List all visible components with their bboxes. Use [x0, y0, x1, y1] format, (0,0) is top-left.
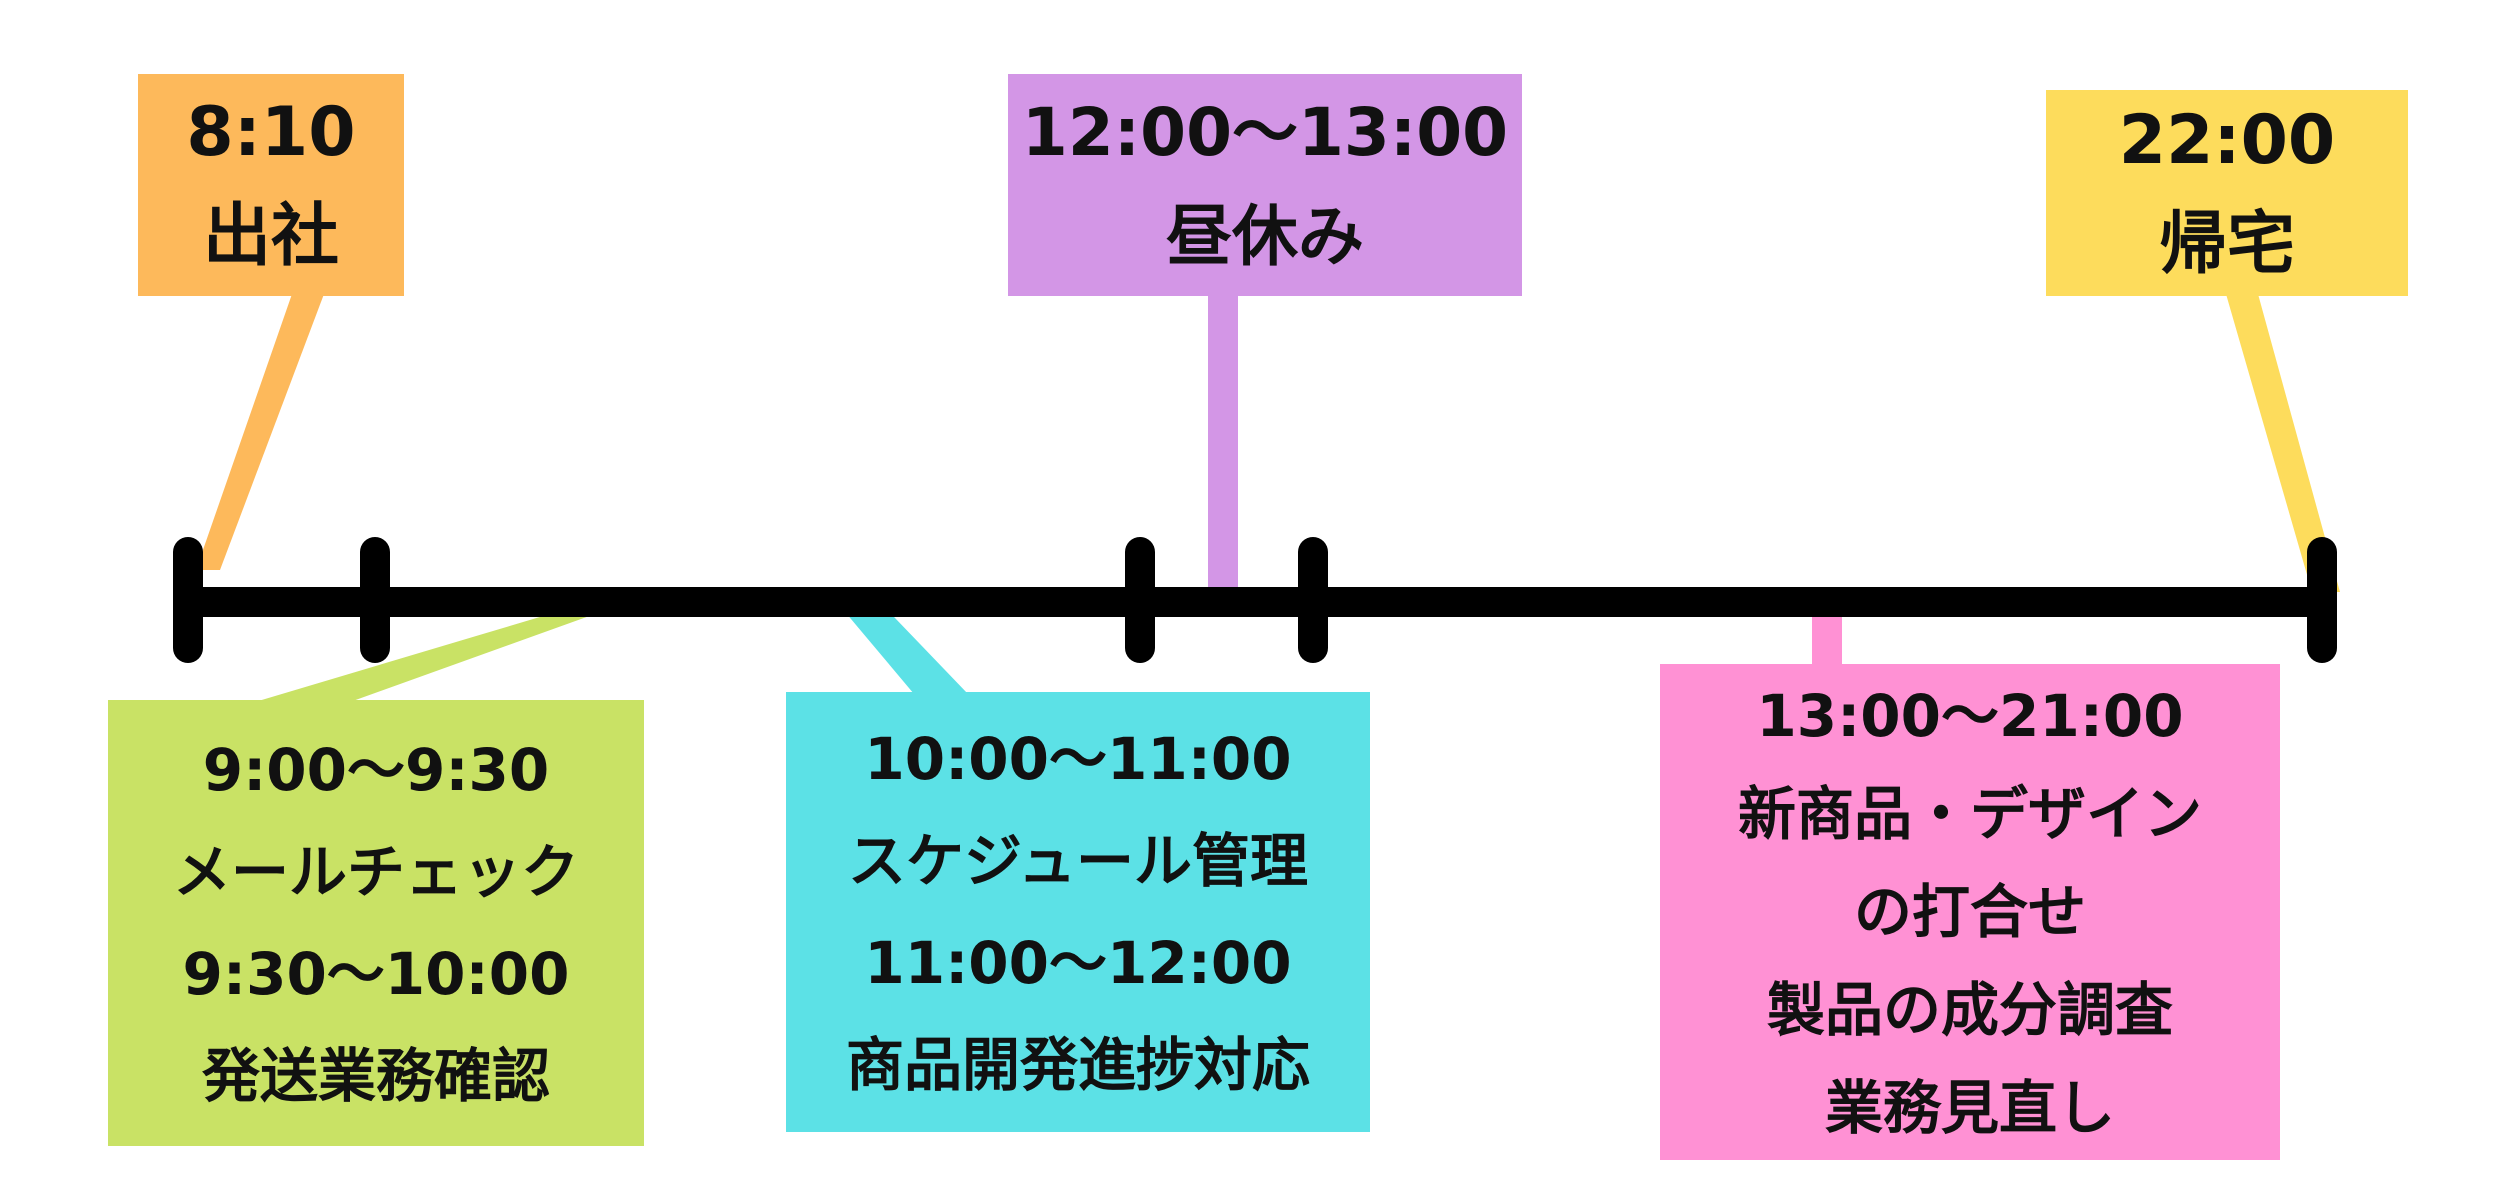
connector-arrive [196, 294, 324, 570]
event-box-afternoon: 13:00〜21:00 新商品・デザイン の打合せ 製品の成分調査 業務見直し [1660, 664, 2280, 1160]
event-label: 帰宅 [2158, 205, 2295, 284]
event-label: 業務見直し [1824, 1074, 2115, 1142]
event-time: 12:00〜13:00 [1021, 94, 1509, 171]
event-time: 13:00〜21:00 [1756, 682, 2184, 750]
event-label: 発送業務確認 [201, 1042, 550, 1110]
event-time: 22:00 [2118, 101, 2336, 180]
event-box-midday: 10:00〜11:00 スケジュール管理 11:00〜12:00 商品開発進捗対… [786, 692, 1370, 1132]
event-box-home: 22:00 帰宅 [2046, 90, 2408, 296]
event-label: 新商品・デザイン [1737, 780, 2202, 848]
connector-morning [255, 605, 620, 702]
connector-home [2226, 294, 2340, 592]
event-label: 製品の成分調査 [1766, 976, 2173, 1044]
event-time: 8:10 [186, 93, 356, 172]
event-label: 昼休み [1166, 198, 1364, 275]
connector-lunch [1208, 294, 1238, 590]
event-box-morning: 9:00〜9:30 メールチェック 9:30〜10:00 発送業務確認 [108, 700, 644, 1146]
event-label: スケジュール管理 [848, 827, 1308, 895]
event-label: 出社 [202, 197, 339, 276]
event-time: 11:00〜12:00 [864, 929, 1292, 997]
event-label: 商品開発進捗対応 [845, 1031, 1310, 1099]
event-box-lunch: 12:00〜13:00 昼休み [1008, 74, 1522, 296]
event-label: メールチェック [172, 838, 579, 906]
event-time: 10:00〜11:00 [864, 725, 1292, 793]
event-box-arrive: 8:10 出社 [138, 74, 404, 296]
connector-afternoon [1812, 608, 1842, 668]
event-label: の打合せ [1853, 878, 2086, 946]
event-time: 9:30〜10:00 [182, 940, 570, 1008]
connector-midday [830, 594, 968, 694]
event-time: 9:00〜9:30 [202, 736, 550, 804]
